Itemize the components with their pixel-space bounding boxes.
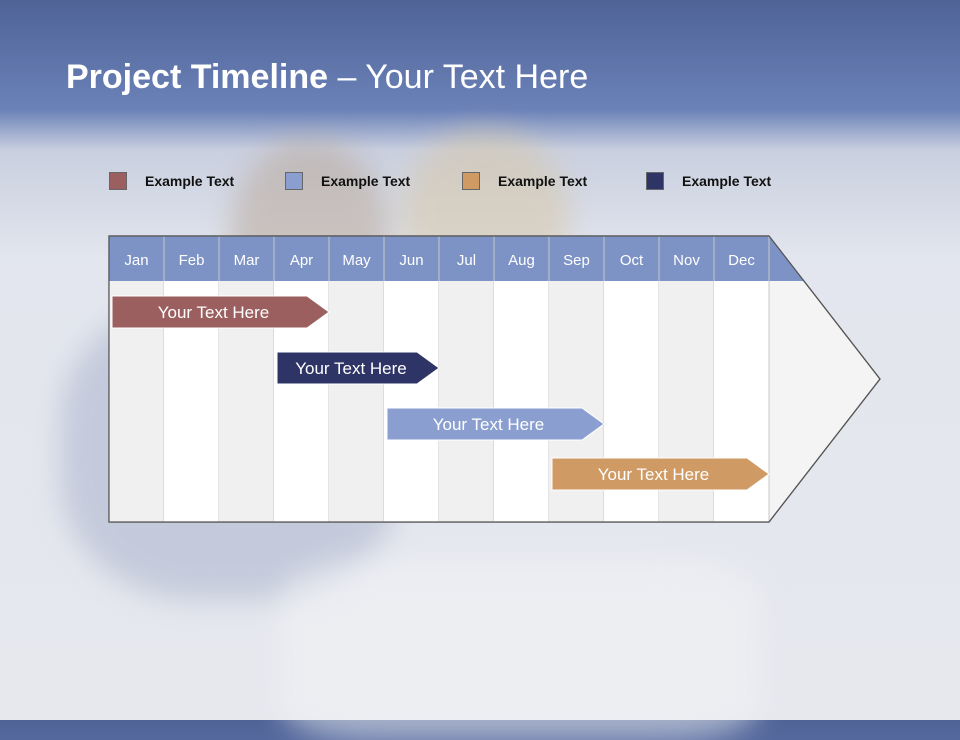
month-label: Dec (728, 252, 755, 269)
legend-swatch (109, 172, 127, 190)
task-arrow (551, 457, 770, 491)
legend-item: Example Text (285, 171, 410, 191)
title-subtitle: – Your Text Here (328, 58, 589, 96)
month-label: Jul (457, 252, 476, 269)
timeline-arrow-outline (108, 235, 881, 523)
legend-label: Example Text (498, 173, 588, 189)
legend-swatch (646, 172, 664, 190)
timeline-diagram: Jan Feb Mar Apr May Jun Jul Aug Sep Oct Nov DecYour… (108, 235, 881, 523)
task-label: Your Text Here (433, 415, 545, 434)
month-column (439, 281, 494, 522)
legend-label: Example Text (682, 173, 772, 189)
legend-swatch (285, 172, 303, 190)
month-header-bar (109, 236, 804, 281)
month-label: Apr (290, 252, 313, 269)
task-arrow (276, 351, 440, 385)
task-label: Your Text Here (158, 303, 270, 322)
legend-label: Example Text (145, 173, 235, 189)
task-label: Your Text Here (598, 465, 710, 484)
month-label: Sep (563, 252, 590, 269)
legend-item: Example Text (109, 171, 234, 191)
month-label: Nov (673, 252, 700, 269)
title-bold: Project Timeline (66, 58, 329, 96)
month-column (494, 281, 549, 522)
background-photo-4 (280, 560, 760, 740)
month-label: Mar (234, 252, 260, 269)
month-label: Aug (508, 252, 535, 269)
month-column (329, 281, 384, 522)
month-column (384, 281, 439, 522)
month-label: Jun (399, 252, 423, 269)
month-label: Jan (124, 252, 148, 269)
month-label: Oct (620, 252, 644, 269)
task-arrow (386, 407, 605, 441)
month-label: Feb (179, 252, 205, 269)
legend-item: Example Text (462, 171, 587, 191)
task-label: Your Text Here (295, 359, 407, 378)
month-label: May (342, 252, 371, 269)
legend-swatch (462, 172, 480, 190)
legend-item: Example Text (646, 171, 771, 191)
page-title: Project Timeline – Your Text Here (66, 58, 588, 97)
legend-label: Example Text (321, 173, 411, 189)
task-arrow (111, 295, 330, 329)
